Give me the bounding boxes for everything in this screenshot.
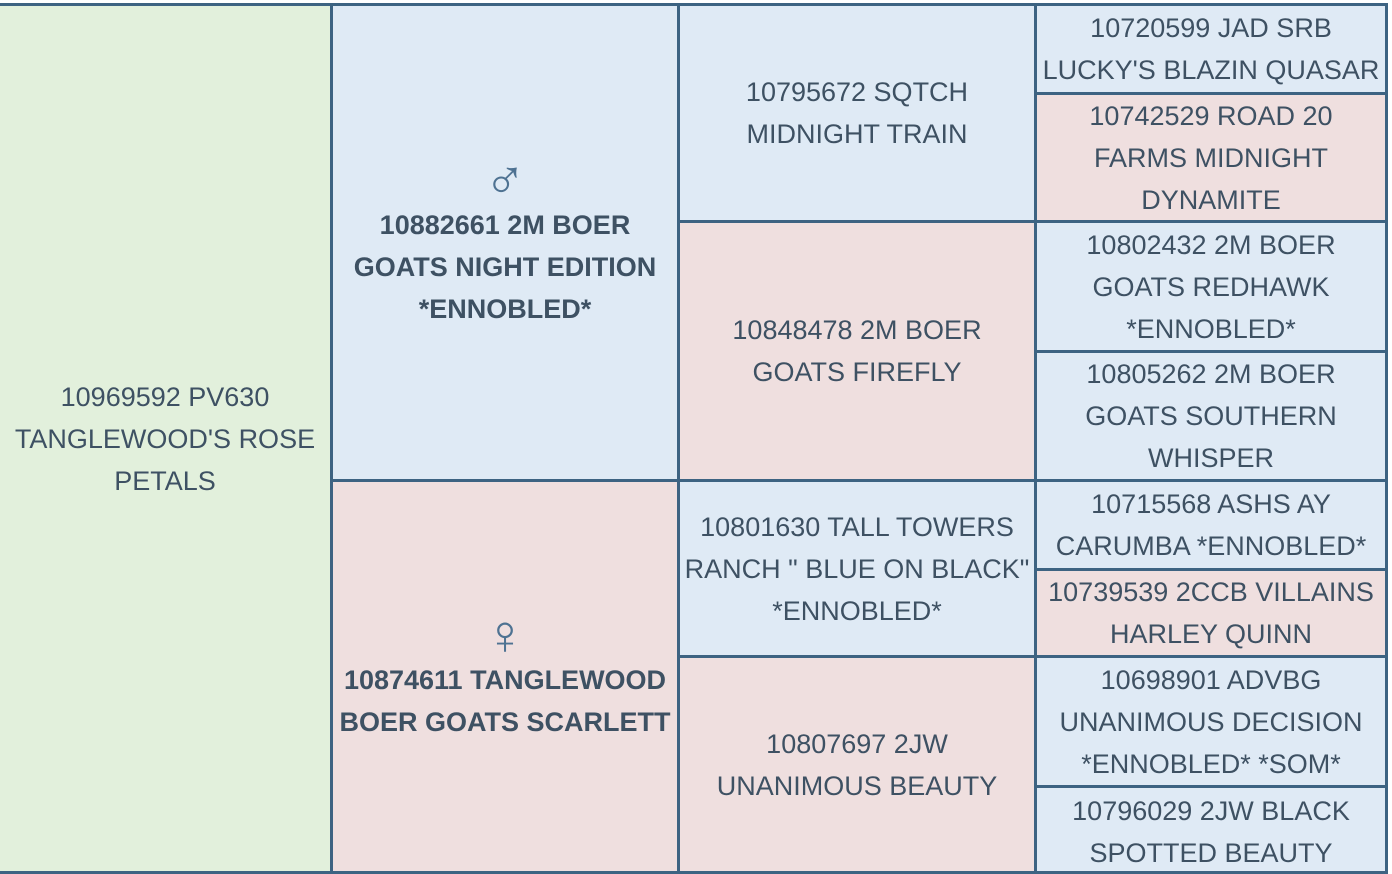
great-grandparent-name: 10796029 2JW BLACK SPOTTED BEAUTY — [1072, 796, 1350, 868]
great-grandparent-name: 10742529 ROAD 20 FARMS MIDNIGHT DYNAMITE — [1089, 100, 1333, 215]
great-grandparent-cell[interactable]: 10720599 JAD SRB LUCKY'S BLAZIN QUASAR — [1034, 3, 1388, 95]
paternal-granddam-name: 10848478 2M BOER GOATS FIREFLY — [732, 315, 982, 387]
great-grandparent-cell[interactable]: 10796029 2JW BLACK SPOTTED BEAUTY — [1034, 785, 1388, 874]
great-grandparent-name: 10739539 2CCB VILLAINS HARLEY QUINN — [1048, 577, 1374, 649]
sire-name: 10882661 2M BOER GOATS NIGHT EDITION *EN… — [353, 209, 657, 324]
great-grandparent-name: 10698901 ADVBG UNANIMOUS DECISION *ENNOB… — [1059, 664, 1363, 779]
great-grandparent-name: 10805262 2M BOER GOATS SOUTHERN WHISPER — [1085, 359, 1337, 473]
dam-name: 10874611 TANGLEWOOD BOER GOATS SCARLETT — [339, 664, 671, 737]
great-grandparent-cell[interactable]: 10698901 ADVBG UNANIMOUS DECISION *ENNOB… — [1034, 655, 1388, 788]
maternal-granddam-cell[interactable]: 10807697 2JW UNANIMOUS BEAUTY — [677, 655, 1037, 874]
dam-cell[interactable]: ♀ 10874611 TANGLEWOOD BOER GOATS SCARLET… — [330, 479, 680, 874]
great-grandparent-name: 10715568 ASHS AY CARUMBA *ENNOBLED* — [1055, 489, 1367, 561]
maternal-granddam-name: 10807697 2JW UNANIMOUS BEAUTY — [716, 728, 998, 801]
great-grandparent-cell[interactable]: 10739539 2CCB VILLAINS HARLEY QUINN — [1034, 568, 1388, 658]
great-grandparent-cell[interactable]: 10742529 ROAD 20 FARMS MIDNIGHT DYNAMITE — [1034, 92, 1388, 223]
great-grandparent-name: 10802432 2M BOER GOATS REDHAWK *ENNOBLED… — [1086, 229, 1336, 344]
paternal-grandsire-name: 10795672 SQTCH MIDNIGHT TRAIN — [745, 77, 969, 149]
paternal-granddam-cell[interactable]: 10848478 2M BOER GOATS FIREFLY — [677, 220, 1037, 482]
male-symbol-icon: ♂ — [484, 147, 526, 211]
great-grandparent-cell[interactable]: 10805262 2M BOER GOATS SOUTHERN WHISPER — [1034, 350, 1388, 482]
great-grandparent-cell[interactable]: 10715568 ASHS AY CARUMBA *ENNOBLED* — [1034, 479, 1388, 571]
subject-cell[interactable]: 10969592 PV630 TANGLEWOOD'S ROSE PETALS — [0, 3, 333, 874]
maternal-grandsire-name: 10801630 TALL TOWERS RANCH " BLUE ON BLA… — [684, 511, 1030, 626]
great-grandparent-cell[interactable]: 10802432 2M BOER GOATS REDHAWK *ENNOBLED… — [1034, 220, 1388, 353]
subject-name: 10969592 PV630 TANGLEWOOD'S ROSE PETALS — [14, 381, 316, 496]
paternal-grandsire-cell[interactable]: 10795672 SQTCH MIDNIGHT TRAIN — [677, 3, 1037, 223]
female-symbol-icon: ♀ — [484, 602, 526, 666]
sire-cell[interactable]: ♂ 10882661 2M BOER GOATS NIGHT EDITION *… — [330, 3, 680, 482]
maternal-grandsire-cell[interactable]: 10801630 TALL TOWERS RANCH " BLUE ON BLA… — [677, 479, 1037, 658]
great-grandparent-name: 10720599 JAD SRB LUCKY'S BLAZIN QUASAR — [1042, 13, 1380, 85]
